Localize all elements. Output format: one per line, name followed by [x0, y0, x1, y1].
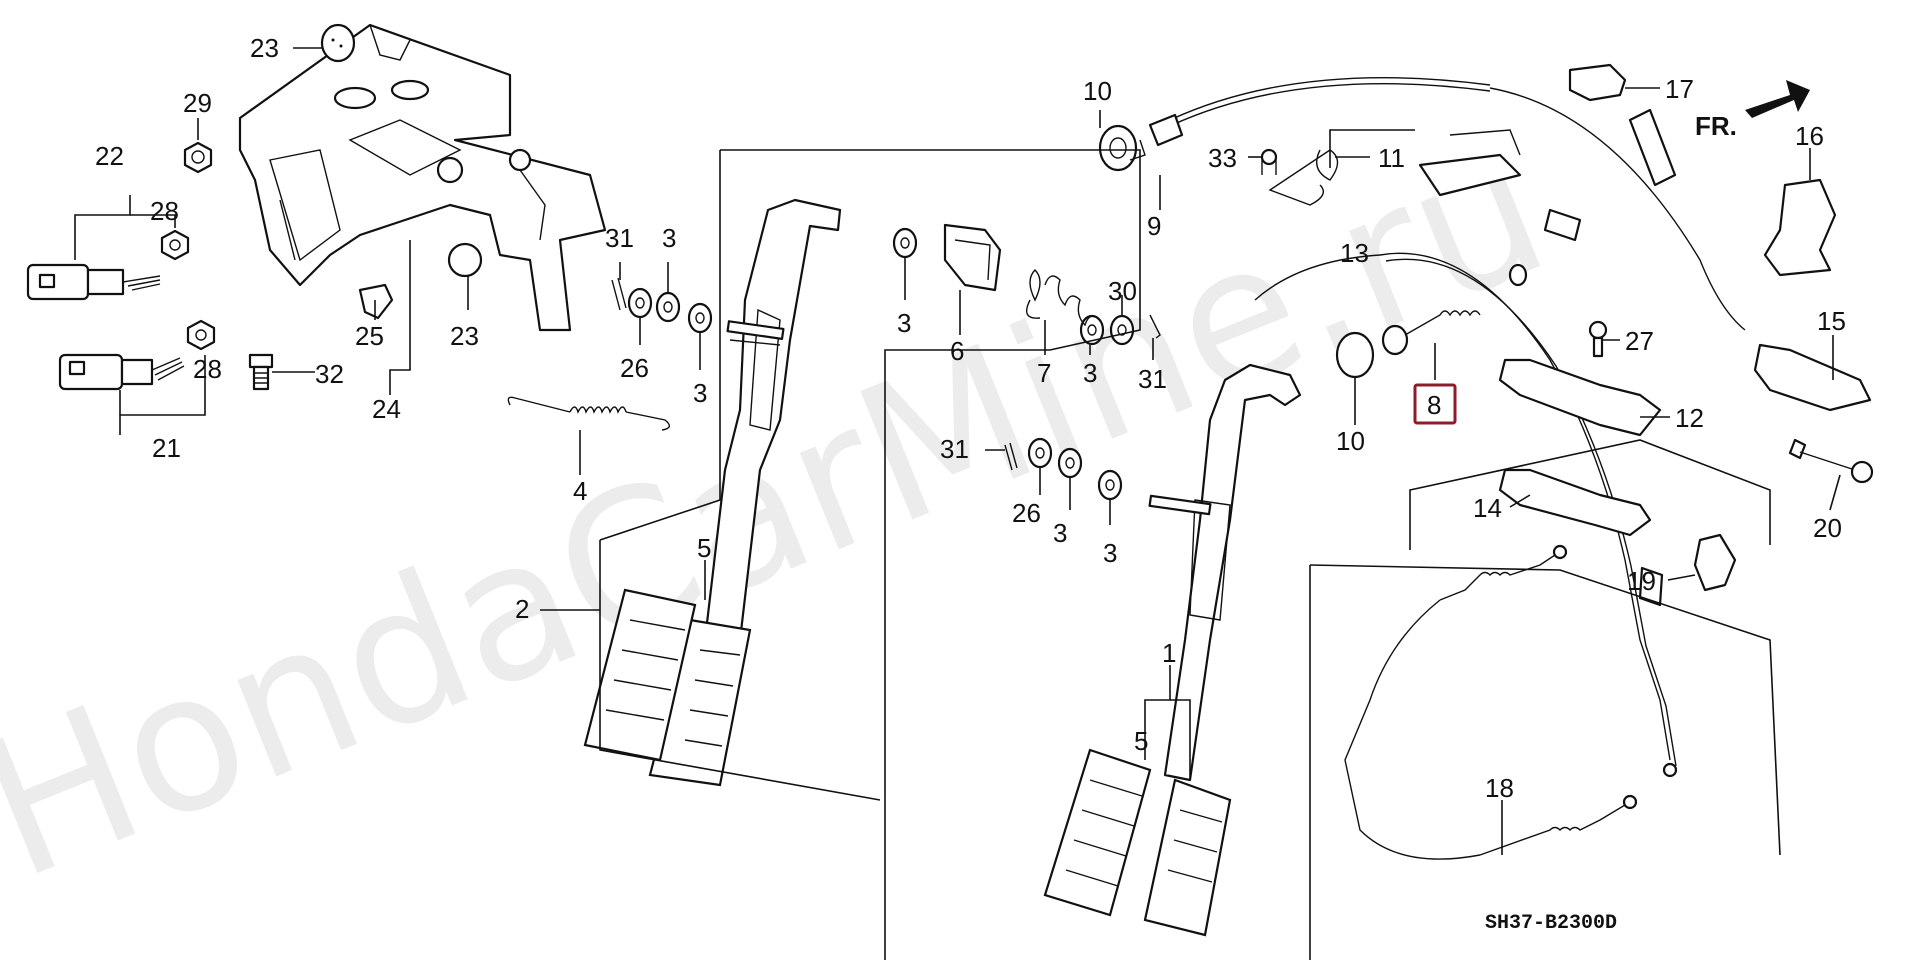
cable-18-drawing: [1344, 544, 1638, 860]
callout-13: 13: [1340, 238, 1369, 268]
bracket-15: [1753, 343, 1872, 412]
bolt-32: [248, 353, 274, 391]
spring-7: [1026, 269, 1101, 327]
callout-11: 11: [1378, 143, 1405, 173]
callout-14: 14: [1473, 493, 1502, 523]
callout-12: 12: [1675, 403, 1704, 433]
callout-19: 19: [1627, 566, 1656, 596]
callout-22: 22: [95, 141, 124, 171]
callout-21: 21: [152, 433, 181, 463]
highlight-box: [1413, 383, 1457, 425]
grommet-23-lower: [447, 242, 483, 278]
callout-33: 33: [1208, 143, 1237, 173]
callout-18: 18: [1485, 773, 1514, 803]
callout-28: 28: [193, 354, 222, 384]
clip-19: [1693, 533, 1737, 592]
callout-5: 5: [1134, 726, 1148, 756]
callout-25: 25: [355, 321, 384, 351]
bolt-20: [1788, 438, 1874, 484]
callout-labels: 23 29 22 28 28 21 25 32 24 23 31 3 26 3 …: [95, 33, 1846, 803]
bolt-27: [1588, 320, 1608, 358]
callout-20: 20: [1813, 513, 1842, 543]
callout-24: 24: [372, 394, 401, 424]
callout-28: 28: [150, 196, 179, 226]
callout-3: 3: [693, 378, 707, 408]
callout-26: 26: [620, 353, 649, 383]
callout-31: 31: [940, 434, 969, 464]
washers-group: [611, 227, 1161, 501]
callout-4: 4: [573, 476, 587, 506]
callout-30: 30: [1108, 276, 1137, 306]
nut-28-lower: [186, 319, 216, 351]
nut-28-upper: [160, 229, 190, 261]
diagram-code: SH37-B2300D: [1485, 912, 1617, 935]
arrow-right-icon: [1745, 80, 1810, 118]
callout-5: 5: [697, 533, 711, 563]
callout-7: 7: [1037, 358, 1051, 388]
callout-27: 27: [1625, 326, 1654, 356]
callout-17: 17: [1665, 74, 1694, 104]
callout-15: 15: [1817, 306, 1846, 336]
callout-2: 2: [515, 594, 529, 624]
callout-3: 3: [662, 223, 676, 253]
grommet-23-top: [320, 23, 356, 63]
callout-31: 31: [1138, 364, 1167, 394]
callout-29: 29: [183, 88, 212, 118]
callout-3: 3: [897, 308, 911, 338]
callout-31: 31: [605, 223, 634, 253]
spring-4: [507, 396, 670, 431]
callout-26: 26: [1012, 498, 1041, 528]
callout-10: 10: [1336, 426, 1365, 456]
callout-16: 16: [1795, 121, 1824, 151]
callout-10: 10: [1083, 76, 1112, 106]
group-outlines: [599, 129, 1781, 960]
callout-3: 3: [1053, 518, 1067, 548]
clip-25: [358, 283, 394, 320]
bracket-17: [1568, 63, 1627, 102]
callout-3: 3: [1083, 358, 1097, 388]
pedal-bracket-drawing: [238, 23, 607, 332]
callout-32: 32: [315, 359, 344, 389]
leader-lines: [74, 47, 1841, 855]
pedal-1-drawing: [1043, 363, 1302, 937]
bracket-16: [1763, 178, 1837, 277]
callout-6: 6: [950, 336, 964, 366]
bracket-14: [1498, 468, 1652, 537]
callout-8-highlighted: 8: [1427, 390, 1441, 420]
switch-22: [26, 263, 161, 301]
callout-23: 23: [250, 33, 279, 63]
callout-3: 3: [1103, 538, 1117, 568]
direction-label: FR.: [1695, 111, 1737, 141]
callout-1: 1: [1162, 638, 1176, 668]
clip-6: [943, 223, 1002, 292]
front-direction-indicator: FR.: [1695, 80, 1810, 141]
bracket-12: [1498, 358, 1662, 437]
nut-29: [183, 141, 213, 174]
callout-23: 23: [450, 321, 479, 351]
callout-9: 9: [1147, 211, 1161, 241]
switch-21: [58, 353, 185, 391]
